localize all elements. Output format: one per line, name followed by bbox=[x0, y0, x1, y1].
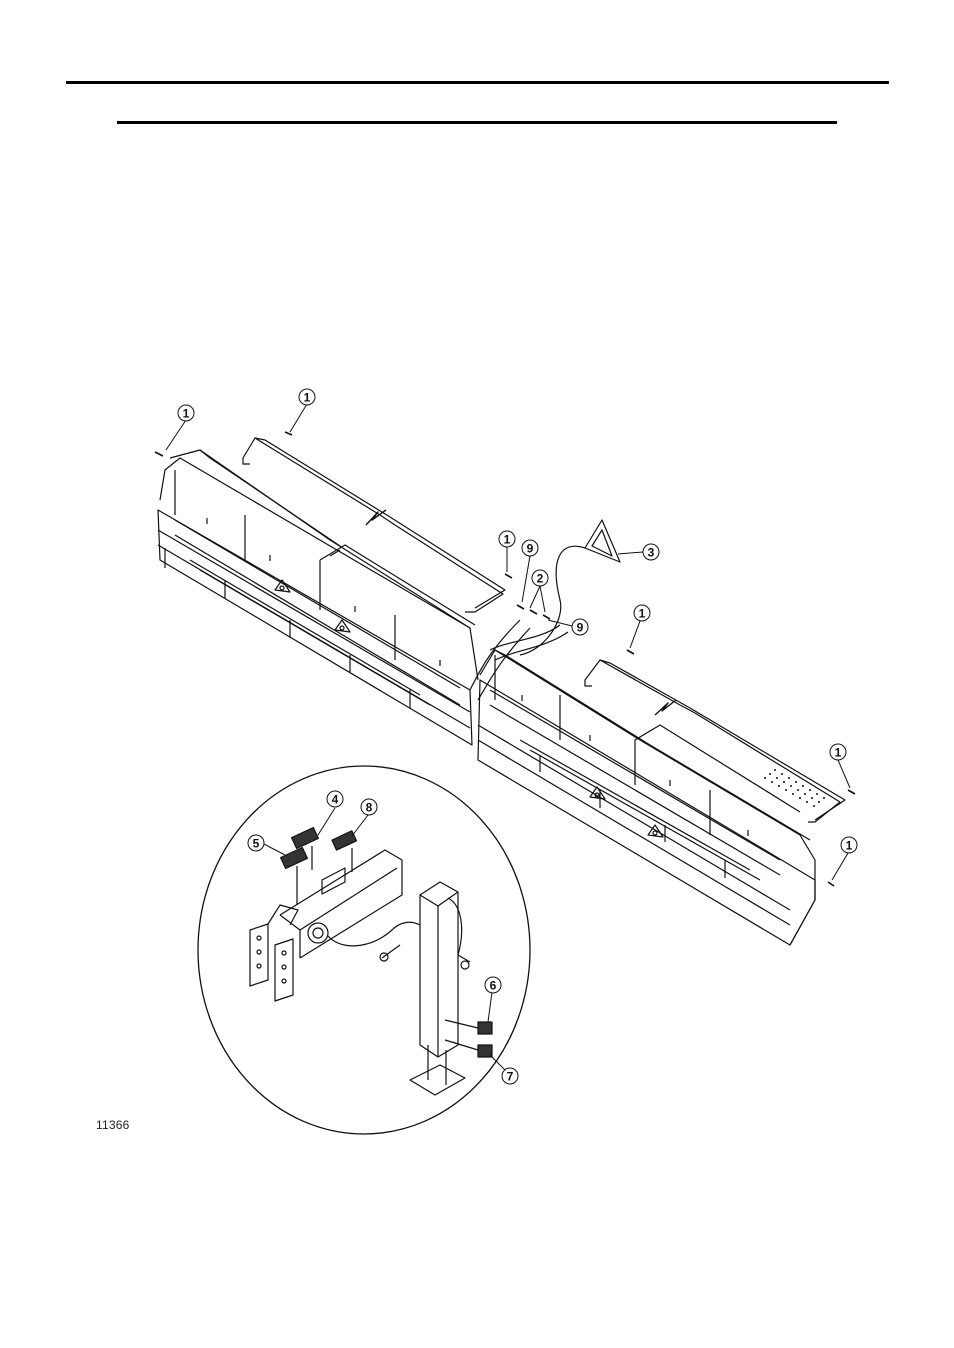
svg-text:1: 1 bbox=[504, 533, 511, 547]
svg-text:9: 9 bbox=[527, 542, 534, 556]
svg-text:5: 5 bbox=[253, 837, 260, 851]
svg-text:2: 2 bbox=[537, 572, 544, 586]
callout-1c: 1 bbox=[499, 531, 515, 547]
svg-text:6: 6 bbox=[490, 979, 497, 993]
center-joint bbox=[470, 620, 568, 700]
callout-5: 5 bbox=[248, 835, 264, 851]
callout-1f: 1 bbox=[841, 837, 857, 853]
decal-marks bbox=[155, 432, 855, 886]
right-header-section bbox=[478, 650, 815, 945]
callout-7: 7 bbox=[502, 1068, 518, 1084]
callout-1e: 1 bbox=[830, 744, 846, 760]
callout-1d: 1 bbox=[634, 605, 650, 621]
svg-text:1: 1 bbox=[639, 607, 646, 621]
svg-text:1: 1 bbox=[304, 391, 311, 405]
header-rule-sub bbox=[117, 121, 837, 124]
header-rule-top bbox=[66, 81, 889, 84]
svg-text:1: 1 bbox=[183, 407, 190, 421]
svg-text:3: 3 bbox=[648, 546, 655, 560]
callout-6: 6 bbox=[485, 977, 501, 993]
callout-9b: 9 bbox=[572, 619, 588, 635]
smv-emblem bbox=[520, 520, 620, 655]
callout-1a: 1 bbox=[178, 405, 194, 421]
callout-3: 3 bbox=[643, 544, 659, 560]
svg-text:1: 1 bbox=[835, 746, 842, 760]
svg-text:8: 8 bbox=[366, 801, 373, 815]
parts-diagram: 1 1 1 9 2 3 9 1 1 1 4 5 8 6 7 bbox=[0, 360, 954, 1160]
figure-number: 11366 bbox=[96, 1118, 129, 1132]
left-header-section bbox=[158, 450, 478, 745]
svg-text:7: 7 bbox=[507, 1070, 514, 1084]
svg-text:9: 9 bbox=[577, 621, 584, 635]
detail-inset bbox=[198, 766, 530, 1134]
callout-2: 2 bbox=[532, 570, 548, 586]
callouts: 1 1 1 9 2 3 9 1 1 1 4 5 8 6 7 bbox=[166, 389, 857, 1084]
right-cover-bar bbox=[585, 660, 845, 822]
callout-4: 4 bbox=[327, 791, 343, 807]
callout-1b: 1 bbox=[299, 389, 315, 405]
svg-text:4: 4 bbox=[332, 793, 339, 807]
callout-8: 8 bbox=[361, 799, 377, 815]
callout-9a: 9 bbox=[522, 540, 538, 556]
svg-text:1: 1 bbox=[846, 839, 853, 853]
